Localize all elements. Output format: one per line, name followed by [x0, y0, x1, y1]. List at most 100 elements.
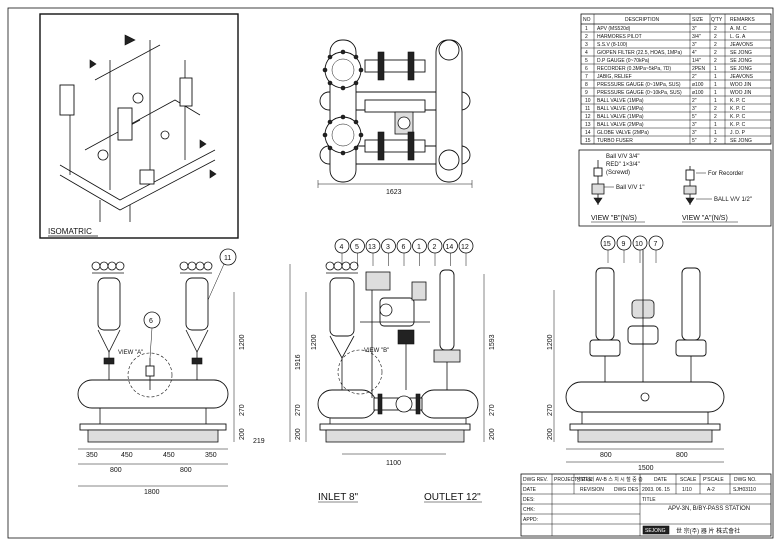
middle-view-b-callout: VIEW "B" [364, 348, 389, 354]
bom-row-6-remarks: SE JONG [730, 66, 752, 72]
mid-dim-1100: 1100 [386, 460, 401, 467]
bom-row-3-qty: 2 [714, 42, 717, 48]
bom-row-8-qty: 1 [714, 82, 717, 88]
bom-row-2-no: 2 [585, 34, 588, 40]
mid-dim-1593: 1593 [489, 334, 496, 350]
bom-header-description: DESCRIPTION [625, 17, 660, 23]
balloon-middle-13: 13 [368, 244, 376, 251]
bom-header-qty: Q'TY [711, 17, 723, 23]
detail-b-red: RED" 1×3/4" [606, 162, 640, 168]
bom-row-5-description: D.P GAUGE (0~70kPa) [597, 58, 650, 64]
tb-logo-text: SEJONG [645, 528, 666, 534]
bom-row-7-description: JABIG, RELIEF [597, 74, 632, 80]
bom-row-7-no: 7 [585, 74, 588, 80]
tb-title: APV-3N, B/BY-PASS STATION [668, 506, 750, 512]
bom-row-1-no: 1 [585, 26, 588, 32]
bom-row-8-remarks: WOO JIN [730, 82, 752, 88]
tb-row-chk: CHK: [523, 507, 535, 513]
bom-row-7-remarks: JEAVONS [730, 74, 754, 80]
bom-row-12-description: BALL VALVE (1MPa) [597, 114, 644, 120]
left-dim-800a: 800 [110, 467, 122, 474]
bom-row-12-qty: 2 [714, 114, 717, 120]
bom-header-size: SIZE [692, 17, 704, 23]
bom-row-9-remarks: WOO JIN [730, 90, 752, 96]
detail-a-ball-valve-12: BALL V/V 1/2" [714, 197, 752, 203]
left-dim-270: 270 [239, 404, 246, 416]
bom-row-4-qty: 2 [714, 50, 717, 56]
left-balloon-6: 6 [149, 318, 153, 325]
bom-row-4-no: 4 [585, 50, 588, 56]
mid-dim-270-right: 270 [489, 404, 496, 416]
bom-row-13-no: 13 [585, 122, 591, 128]
isometric-view: ISOMATRIC [39, 13, 239, 239]
bom-row-8-size: ø100 [692, 82, 704, 88]
tb-scale-label: SCALE [680, 477, 697, 483]
bom-row-3-size: 3" [692, 42, 697, 48]
top-plan-view: 1623 [317, 39, 473, 196]
balloon-right-15: 15 [603, 241, 611, 248]
mid-dim-1916: 1916 [295, 354, 302, 370]
dim-top-1623: 1623 [386, 189, 402, 196]
mid-dim-200-right: 200 [489, 428, 496, 440]
view-a-label: VIEW "A"(N/S) [682, 215, 728, 222]
tb-date: 2003. 06. 15 [642, 487, 670, 493]
balloon-middle-6: 6 [402, 244, 406, 251]
sheet-border [7, 7, 774, 539]
bom-row-15-no: 15 [585, 138, 591, 144]
bom-row-14-qty: 1 [714, 130, 717, 136]
bom-row-1-remarks: A. M. C [730, 26, 747, 32]
detail-b-ball-valve-1: Ball V/V 1" [616, 185, 644, 191]
bom-row-9-description: PRESSURE GAUGE (0~10kPa, SUS) [597, 90, 682, 96]
balloon-middle-2: 2 [433, 244, 437, 251]
bom-row-10-remarks: K. P. C [730, 98, 746, 104]
balloon-middle-12: 12 [461, 244, 469, 251]
left-dim-350a: 350 [86, 452, 98, 459]
bom-row-2-size: 3/4" [692, 34, 701, 40]
bom-row-15-remarks: SE JONG [730, 138, 752, 144]
bom-row-5-no: 5 [585, 58, 588, 64]
left-dim-1200: 1200 [239, 334, 246, 350]
bom-row-4-remarks: SE JONG [730, 50, 752, 56]
right-dim-200: 200 [547, 428, 554, 440]
detail-b-ball-valve-34: Ball V/V 3/4" [606, 154, 639, 160]
bom-row-13-remarks: K. P. C [730, 122, 746, 128]
outlet-label: OUTLET 12" [424, 492, 481, 503]
mid-dim-1200: 1200 [311, 334, 318, 350]
tb-date-col: DATE [523, 487, 537, 493]
tb-logo [642, 525, 670, 535]
view-detail-panel: Ball V/V 3/4" RED" 1×3/4" (Screwd) Ball … [578, 149, 772, 227]
bom-row-9-no: 9 [585, 90, 588, 96]
bom-row-15-qty: 2 [714, 138, 717, 144]
bom-row-13-qty: 1 [714, 122, 717, 128]
bom-row-7-qty: 1 [714, 74, 717, 80]
detail-a-for-recorder: For Recorder [708, 171, 743, 177]
detail-b-screwd: (Screwd) [606, 170, 630, 176]
balloon-middle-3: 3 [386, 244, 390, 251]
mid-dim-200-left: 200 [295, 428, 302, 440]
tb-dwg-rev: DWG REV. [523, 477, 548, 483]
bom-row-6-size: 2PEN [692, 66, 705, 72]
bom-row-14-remarks: J. D. P [730, 130, 746, 136]
tb-dwg-no: SJH03110 [733, 487, 756, 493]
left-dim-800b: 800 [180, 467, 192, 474]
bom-row-6-no: 6 [585, 66, 588, 72]
tb-company: 世 宗(주) 器 片 株式會社 [676, 527, 740, 535]
bom-row-10-description: BALL VALVE (1MPa) [597, 98, 644, 104]
bom-row-15-description: TURBO FUSER [597, 138, 633, 144]
bom-row-9-size: ø100 [692, 90, 704, 96]
bom-row-14-size: 3" [692, 130, 697, 136]
tb-dwg-no-label: DWG NO. [734, 477, 757, 483]
isometric-frame [39, 13, 239, 239]
tb-dwg-label: DWG [614, 487, 626, 493]
bom-row-11-no: 11 [585, 106, 590, 112]
bom-row-12-remarks: K. P. C [730, 114, 746, 120]
bom-row-14-description: GLOBE VALVE (2MPa) [597, 130, 649, 136]
tb-scale: 1/10 [682, 487, 692, 493]
bom-row-12-size: 5" [692, 114, 697, 120]
bom-row-5-remarks: SE JONG [730, 58, 752, 64]
view-b-label: VIEW "B"(N/S) [591, 215, 637, 222]
balloon-middle-4: 4 [340, 244, 344, 251]
balloon-right-10: 10 [635, 241, 643, 248]
bom-row-13-description: BALL VALVE (2MPa) [597, 122, 644, 128]
